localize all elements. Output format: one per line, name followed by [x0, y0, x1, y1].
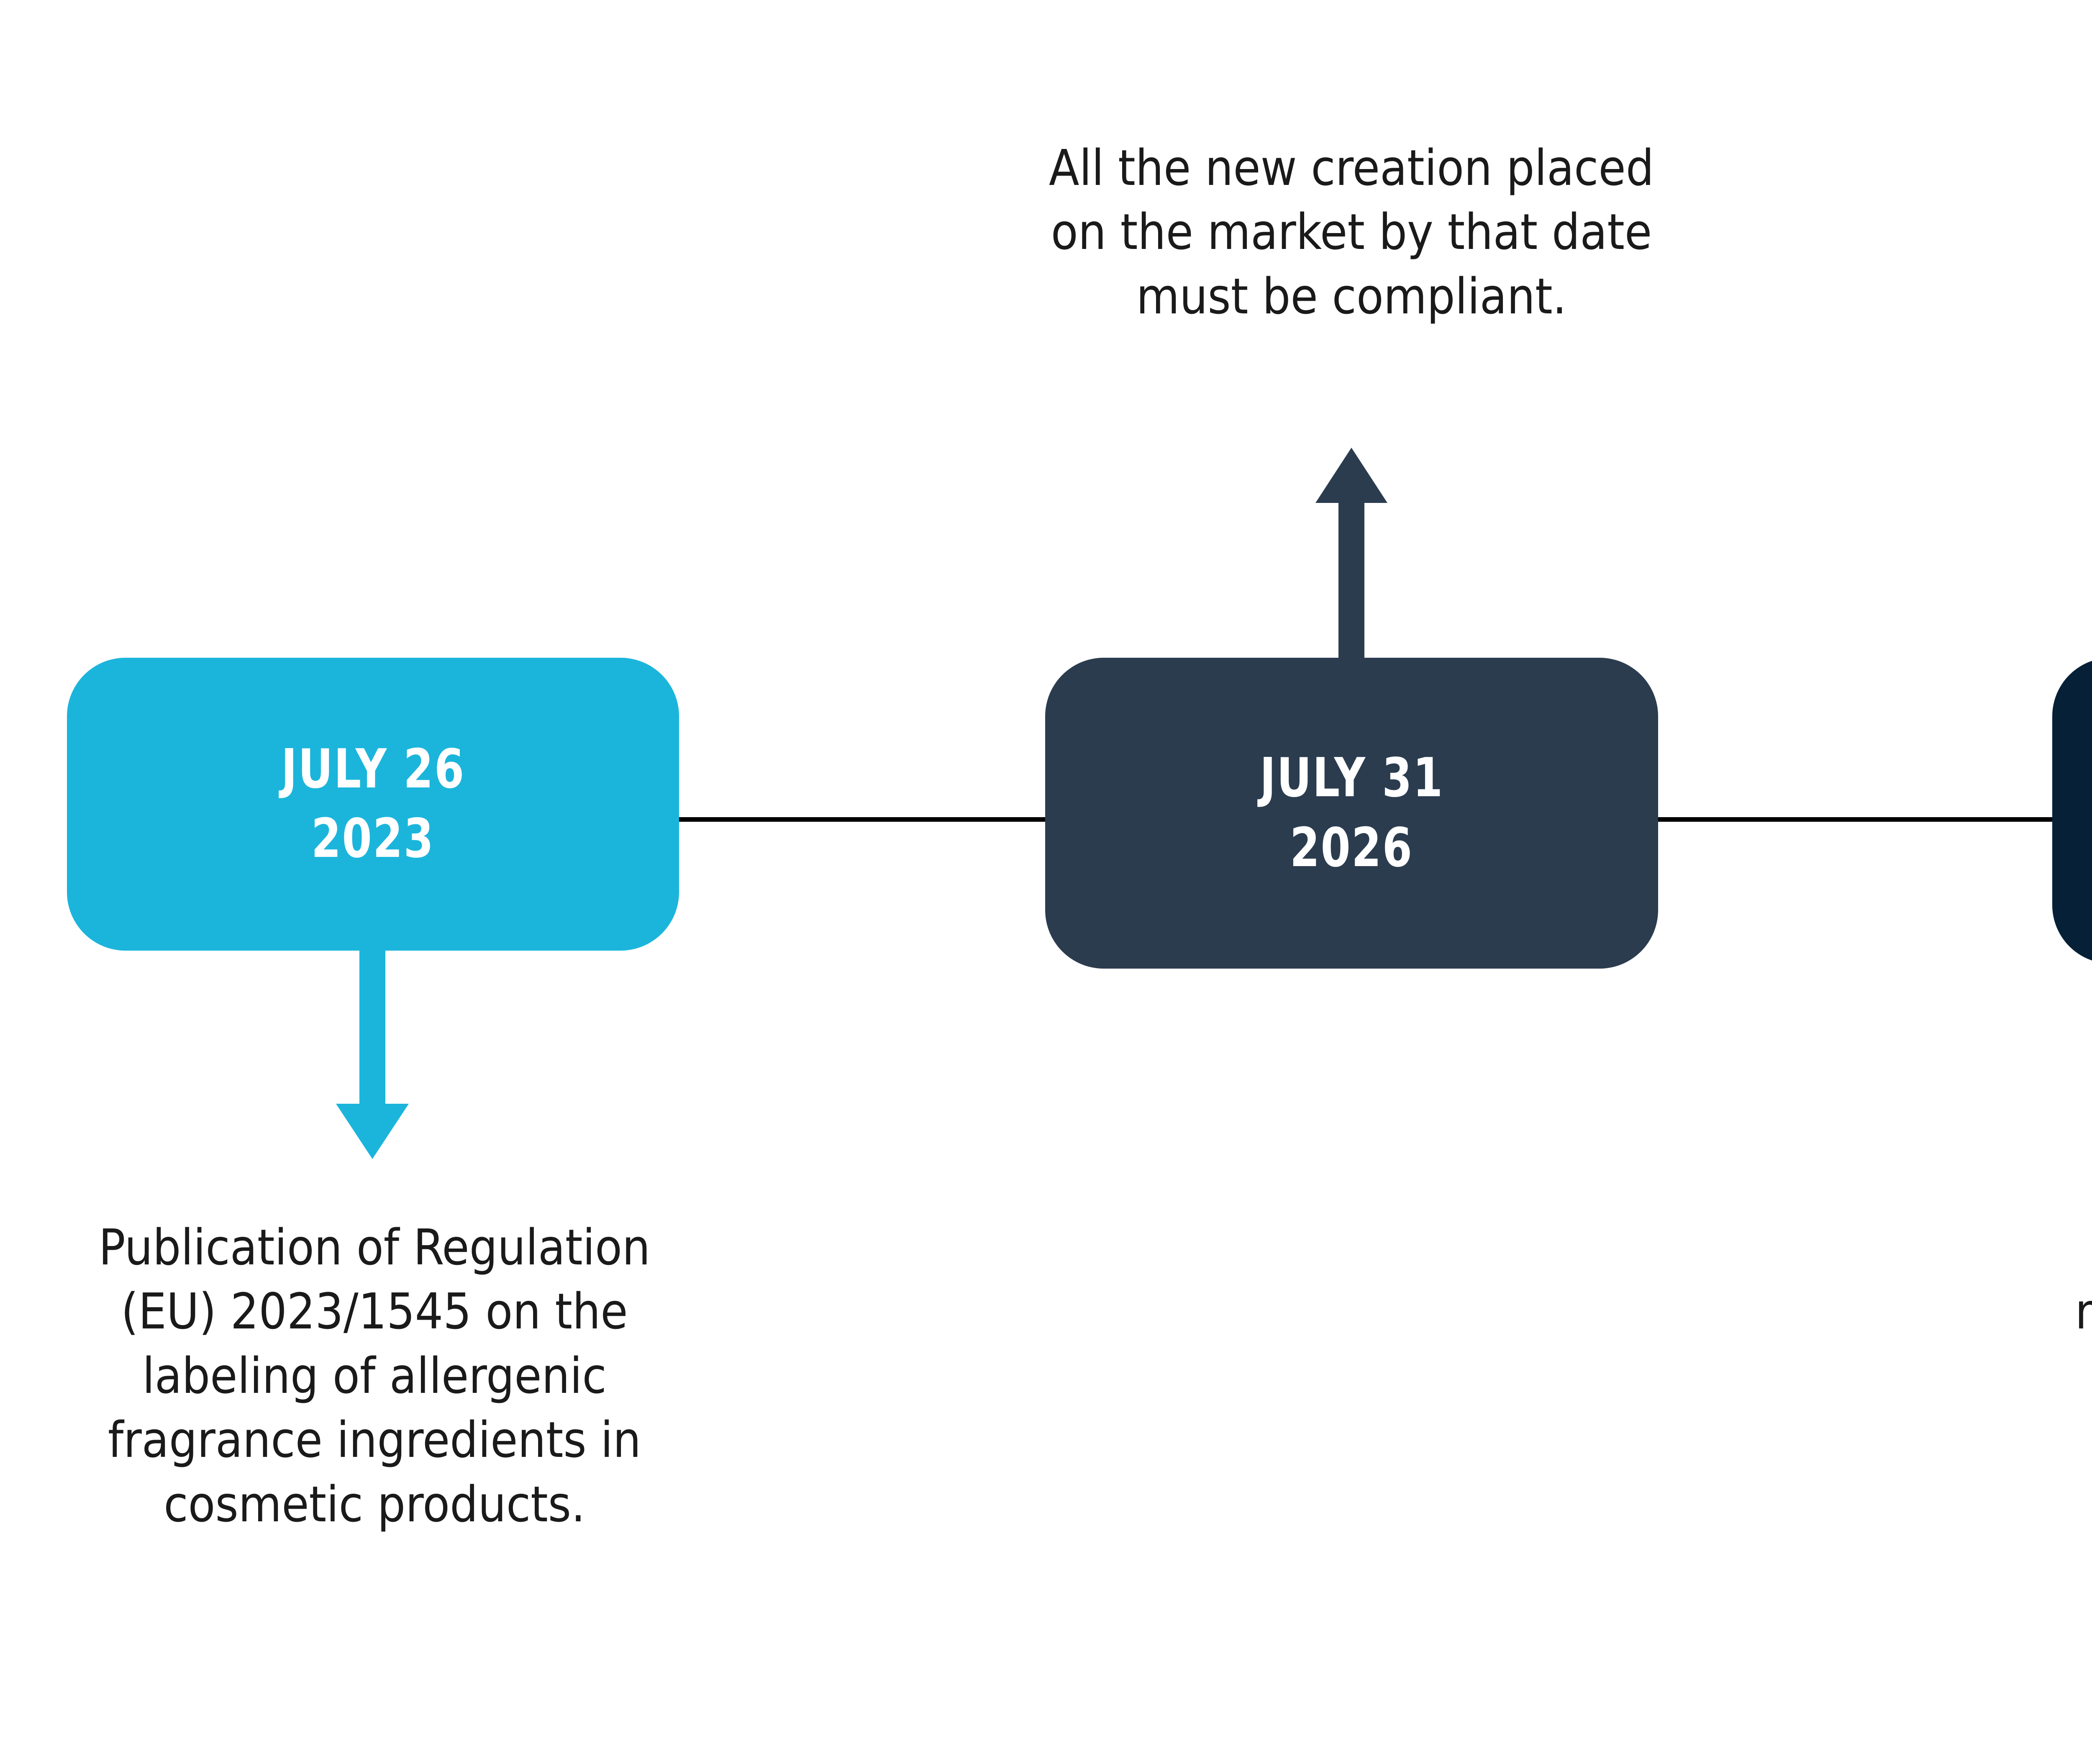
- milestone-2-year: 2026: [1290, 816, 1413, 879]
- milestone-box-july-26-2023[interactable]: JULY 26 2023: [67, 658, 679, 951]
- milestone-3-caption: Withdrawal from the market of non-compli…: [2038, 1215, 2092, 1408]
- milestone-2-up-arrow-icon: [1315, 448, 1387, 665]
- connector-line-2-3: [1658, 817, 2054, 822]
- milestone-box-july-31-2028[interactable]: JULY 31 2028: [2052, 658, 2092, 964]
- milestone-1-down-arrow-icon: [336, 946, 409, 1159]
- milestone-1-year: 2023: [311, 808, 435, 870]
- milestone-2-caption: All the new creation placed on the marke…: [1049, 139, 1654, 325]
- milestone-1-caption: Publication of Regulation (EU) 2023/1545…: [98, 1218, 651, 1533]
- connector-line-1-2: [679, 817, 1047, 822]
- milestone-box-july-31-2026[interactable]: JULY 31 2026: [1045, 658, 1658, 969]
- milestone-2-month-day: JULY 31: [1259, 747, 1444, 810]
- milestone-1-month-day: JULY 26: [281, 738, 465, 800]
